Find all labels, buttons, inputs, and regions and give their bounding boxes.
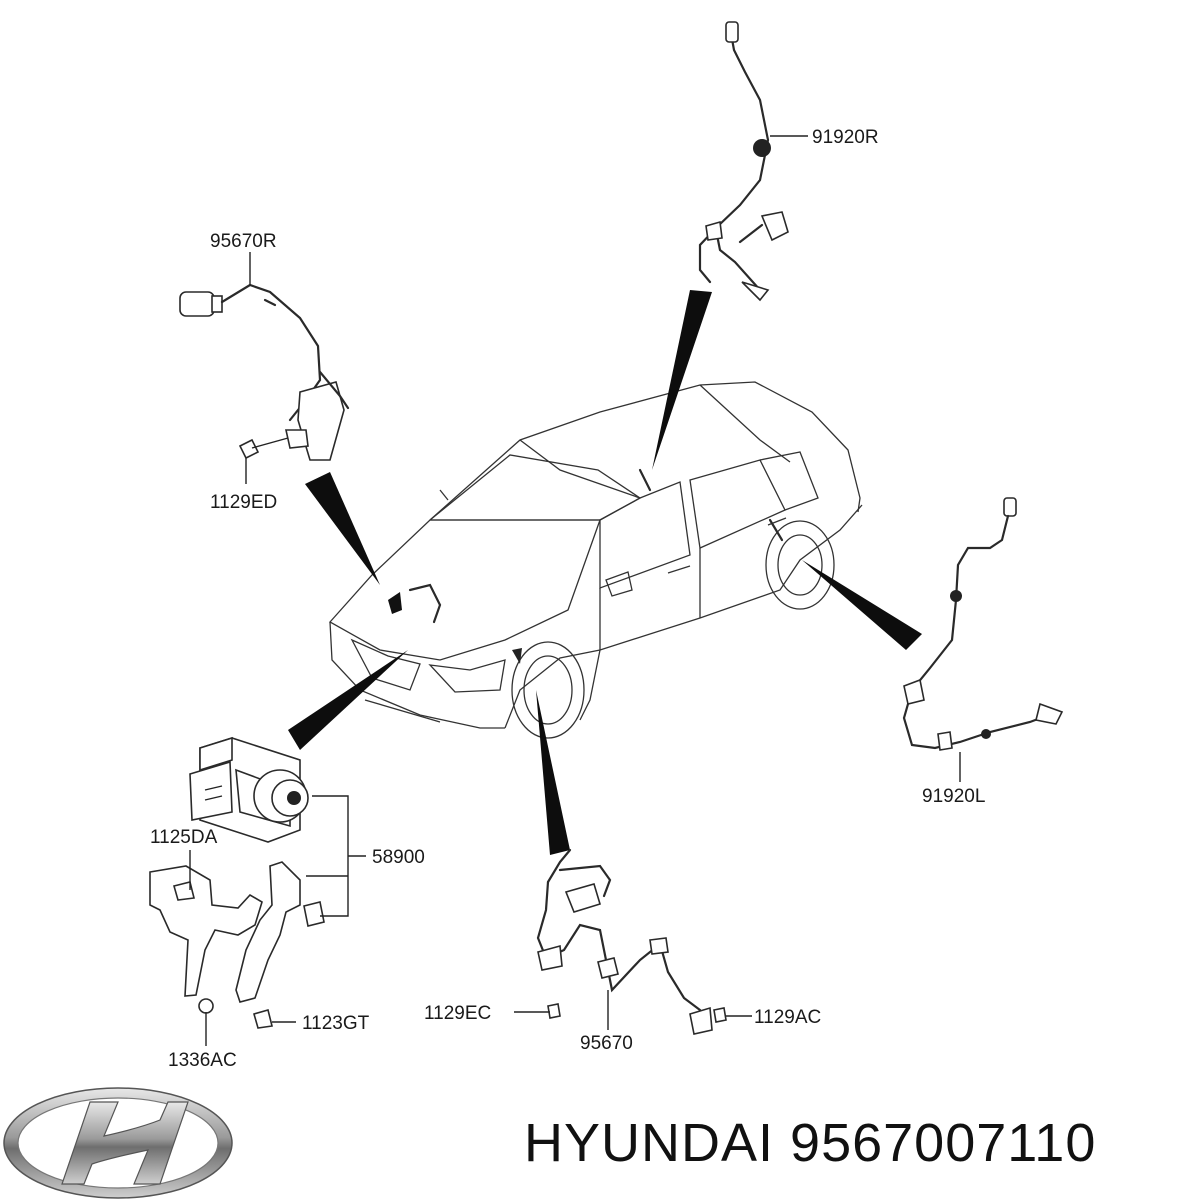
- label-1129ec: 1129EC: [424, 1003, 491, 1024]
- brand-name: HYUNDAI: [524, 1113, 775, 1173]
- sensor-95670-illustration: [536, 848, 727, 1035]
- part-labels: 91920R 95670R 1129ED 91920L 1125DA 58900…: [150, 127, 985, 1071]
- label-1129ed: 1129ED: [210, 492, 277, 513]
- pointer-wedges: [288, 290, 922, 855]
- label-95670r: 95670R: [210, 231, 277, 252]
- part-number: 9567007110: [790, 1113, 1097, 1173]
- sensor-95670r-illustration: [179, 283, 350, 461]
- label-1336ac: 1336AC: [168, 1050, 237, 1071]
- car-illustration: [328, 381, 863, 739]
- leader-lines: [189, 135, 961, 1046]
- sensor-91920l-illustration: [902, 497, 1064, 751]
- label-91920r: 91920R: [812, 127, 879, 148]
- sensor-91920r-illustration: [698, 21, 789, 302]
- abs-module-illustration: [149, 736, 325, 1029]
- label-1129ac: 1129AC: [754, 1007, 821, 1028]
- label-1125da: 1125DA: [150, 827, 218, 848]
- hyundai-logo-icon: [3, 1087, 233, 1199]
- label-58900: 58900: [372, 847, 425, 868]
- label-91920l: 91920L: [922, 786, 985, 807]
- label-95670: 95670: [580, 1033, 633, 1054]
- part-title: HYUNDAI 9567007110: [524, 1108, 1096, 1178]
- label-1123gt: 1123GT: [302, 1013, 370, 1034]
